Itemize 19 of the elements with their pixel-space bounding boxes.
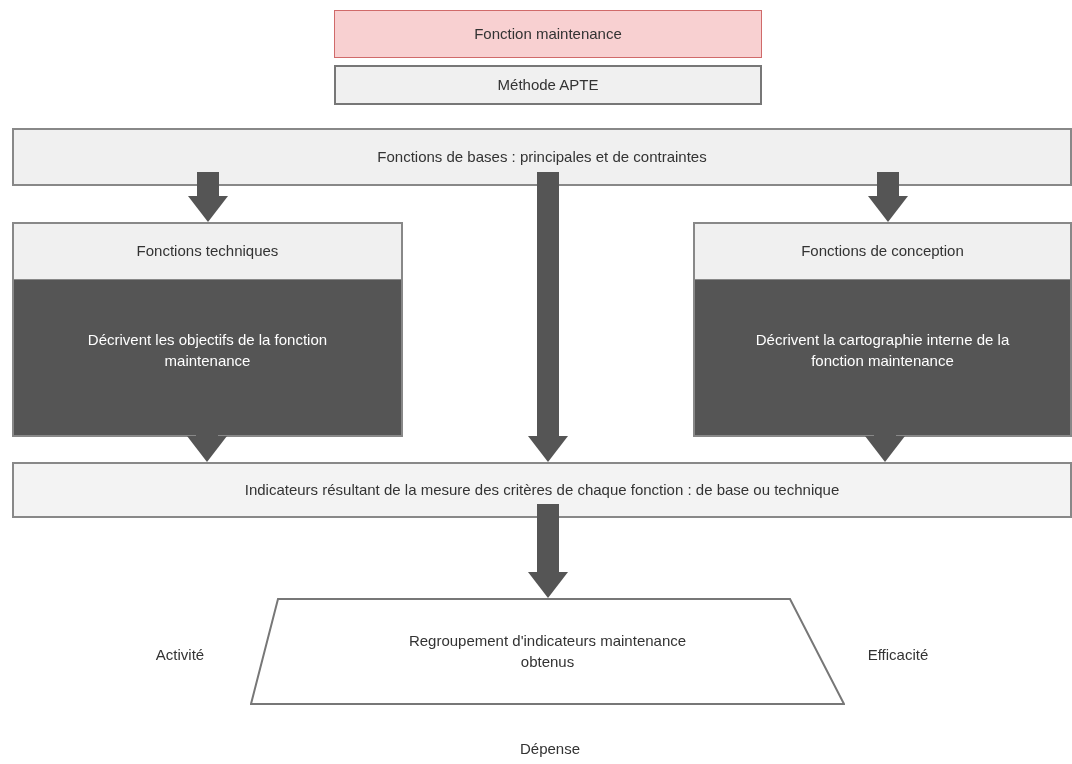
- process-box: Fonctions de bases : principales et de contraintes: [12, 128, 1072, 186]
- node-text: Regroupement d'indicateurs maintenance obtenus: [407, 630, 688, 672]
- process-box: Méthode APTE: [334, 65, 762, 105]
- card-body-text: Décrivent les objectifs de la fonction maintenance: [86, 330, 329, 371]
- card-header: Fonctions de conception: [695, 224, 1070, 280]
- title-box: Fonction maintenance: [334, 10, 762, 58]
- function-card: [693, 222, 1072, 437]
- side-label: Activité: [154, 645, 206, 665]
- block-arrow: [868, 172, 908, 222]
- process-box: Indicateurs résultant de la mesure des critères de chaque fonction : de base ou technique: [12, 462, 1072, 518]
- block-arrow: [188, 172, 228, 222]
- block-arrow: [528, 504, 568, 598]
- trapezoid-box: [250, 598, 845, 705]
- side-label: Efficacité: [866, 645, 930, 665]
- side-label: Dépense: [518, 739, 581, 759]
- block-arrow: [528, 172, 568, 462]
- card-header: Fonctions techniques: [14, 224, 401, 280]
- card-body-text: Décrivent la cartographie interne de la fonction maintenance: [754, 330, 1011, 371]
- function-card: [12, 222, 403, 437]
